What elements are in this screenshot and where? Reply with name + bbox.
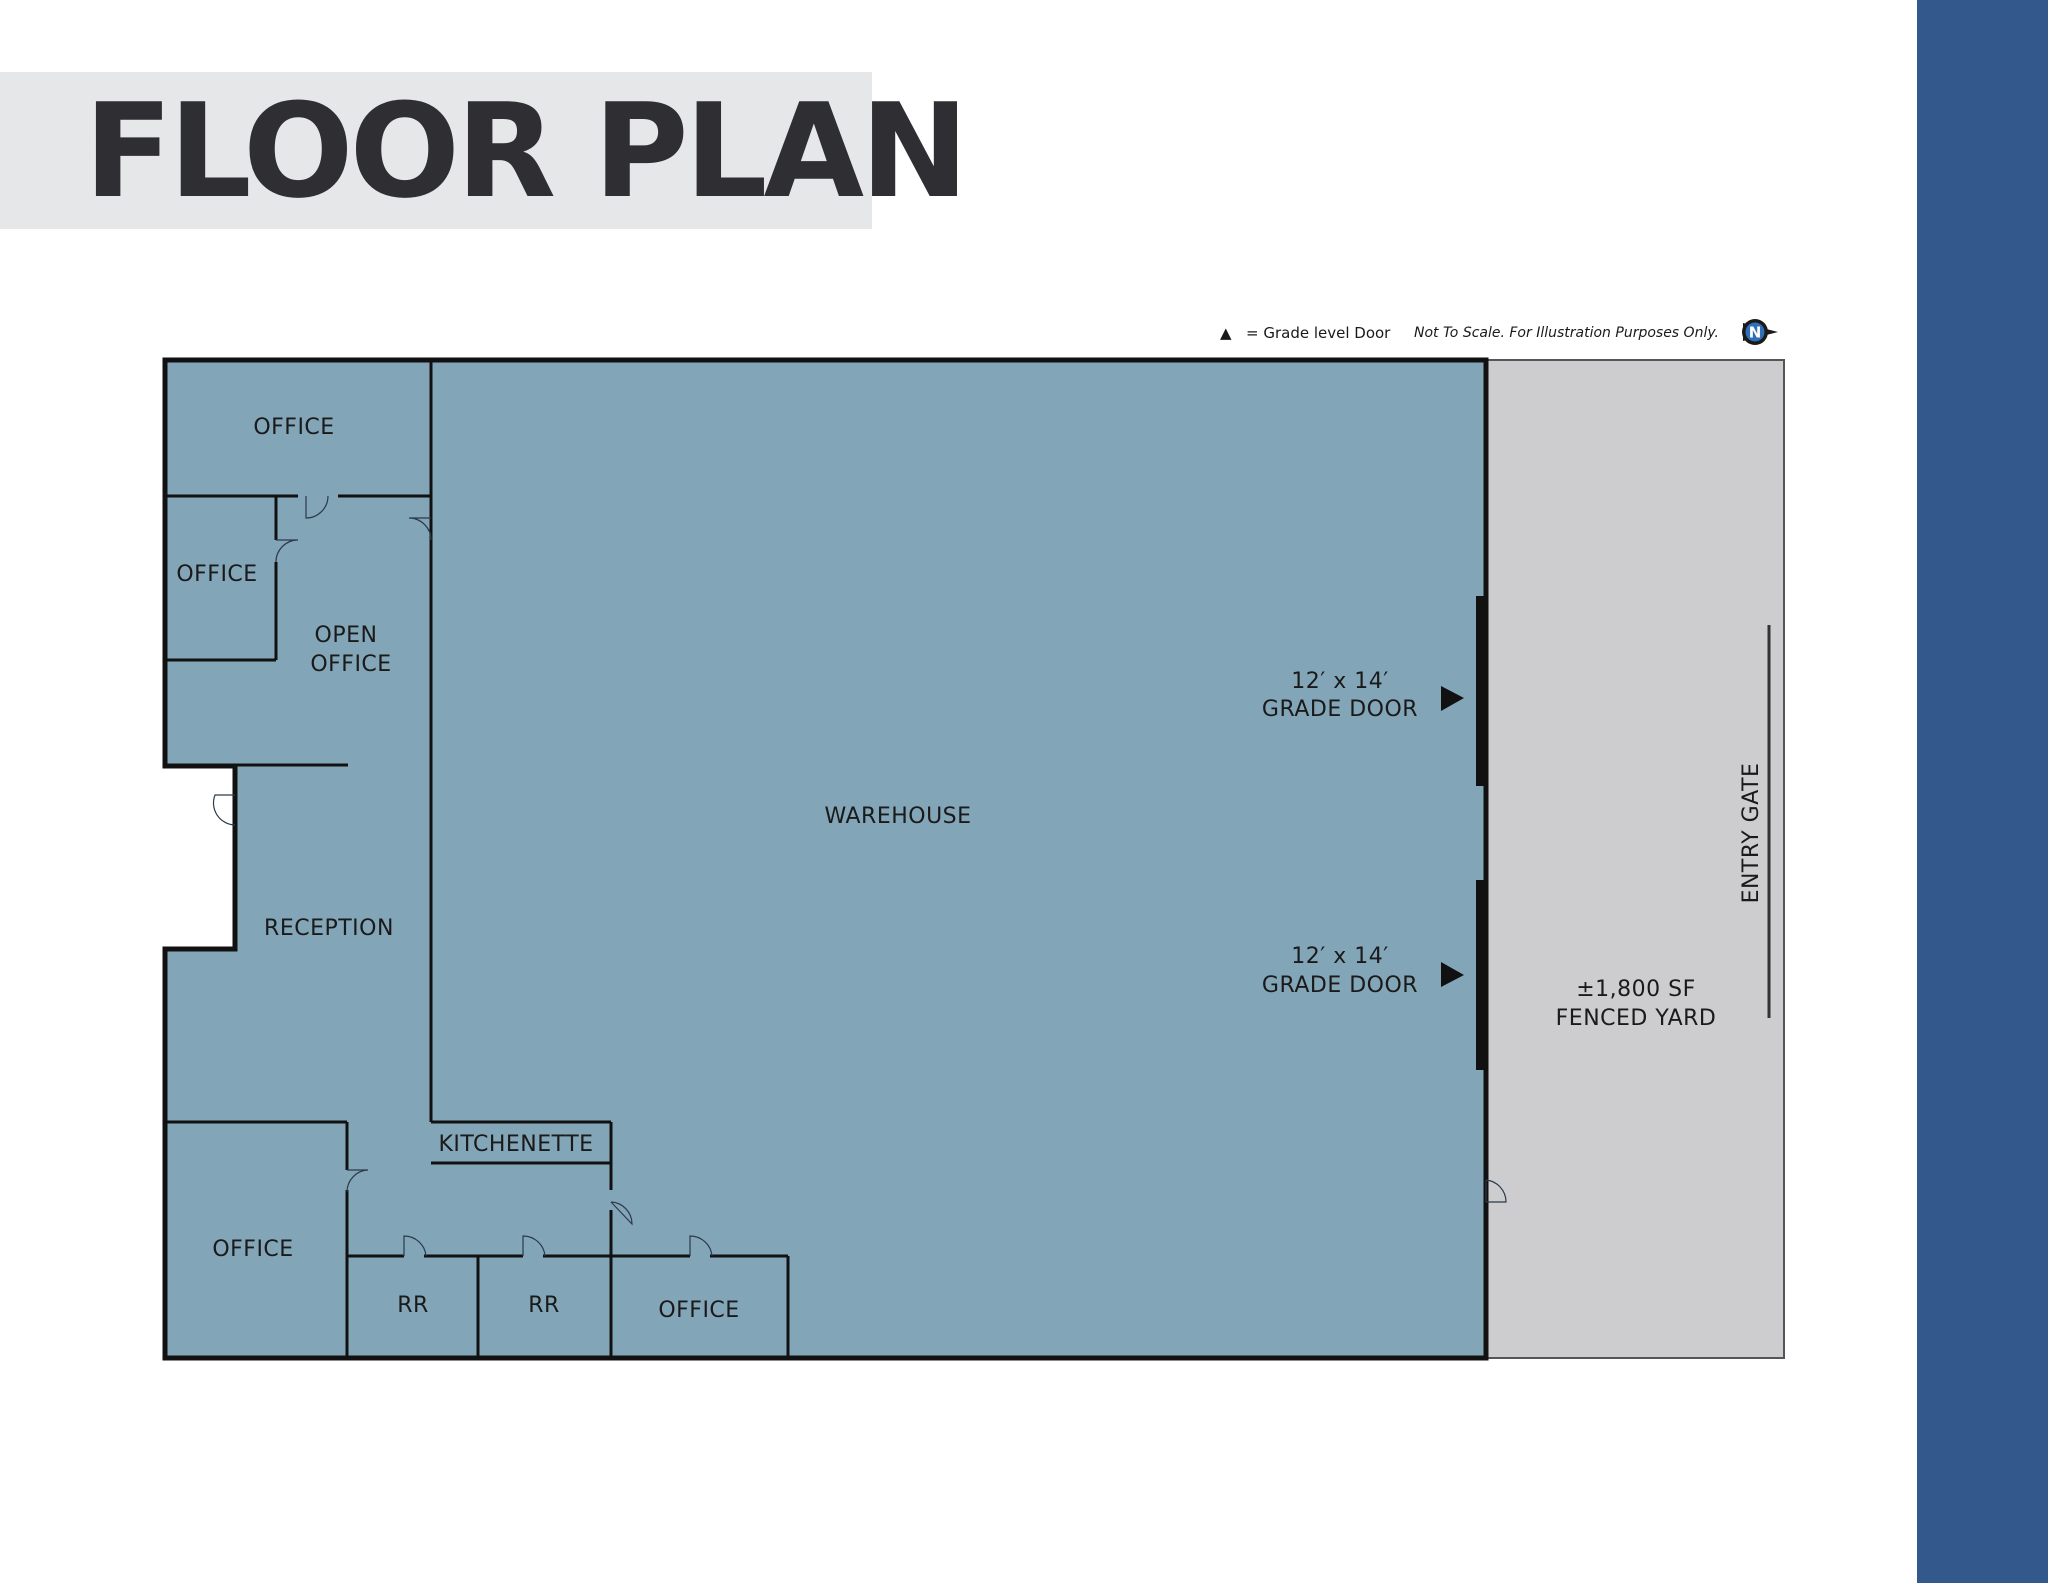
- room-label-warehouse: WAREHOUSE: [824, 804, 971, 829]
- north-compass-icon: N: [1742, 319, 1778, 345]
- room-label-office: OFFICE: [212, 1237, 293, 1262]
- building-interior: [165, 360, 1486, 1358]
- room-label-reception: RECEPTION: [264, 916, 394, 941]
- grade-door-2: [1476, 880, 1485, 1070]
- room-label-office: OFFICE: [176, 562, 257, 587]
- room-label-restroom: RR: [397, 1293, 429, 1318]
- room-label-kitchenette: KITCHENETTE: [438, 1132, 593, 1157]
- grade-door-1: [1476, 596, 1485, 786]
- grade-door-legend-symbol: ▲: [1220, 324, 1232, 342]
- legend: ▲ = Grade level Door Not To Scale. For I…: [1220, 319, 1778, 345]
- room-label-restroom: RR: [528, 1293, 560, 1318]
- side-accent-bar: [1917, 0, 2048, 1583]
- room-label-office: OFFICE: [658, 1298, 739, 1323]
- room-label-open-office: OFFICE: [310, 652, 391, 677]
- grade-door-legend-text: = Grade level Door: [1246, 324, 1391, 342]
- grade-door-size: 12′ x 14′: [1291, 944, 1388, 969]
- yard-label: FENCED YARD: [1556, 1006, 1717, 1031]
- interior-walls: [165, 360, 790, 1358]
- floor-plan-diagram: ▲ = Grade level Door Not To Scale. For I…: [162, 319, 1785, 1361]
- room-label-office: OFFICE: [253, 415, 334, 440]
- scale-note: Not To Scale. For Illustration Purposes …: [1414, 325, 1719, 341]
- entry-gate-label: ENTRY GATE: [1739, 763, 1764, 904]
- title-band: [0, 72, 872, 229]
- grade-door-size: 12′ x 14′: [1291, 669, 1388, 694]
- grade-door-label: GRADE DOOR: [1262, 697, 1418, 722]
- grade-door-arrow-icon: [1441, 962, 1464, 987]
- compass-label: N: [1749, 324, 1762, 342]
- yard-area: ±1,800 SF: [1576, 977, 1696, 1002]
- door-swings: [212, 495, 1507, 1257]
- grade-door-markers: [1441, 596, 1485, 1070]
- room-label-open-office: OPEN: [315, 623, 378, 648]
- page-title: FLOOR PLAN: [84, 75, 969, 227]
- grade-door-arrow-icon: [1441, 686, 1464, 711]
- grade-door-label: GRADE DOOR: [1262, 973, 1418, 998]
